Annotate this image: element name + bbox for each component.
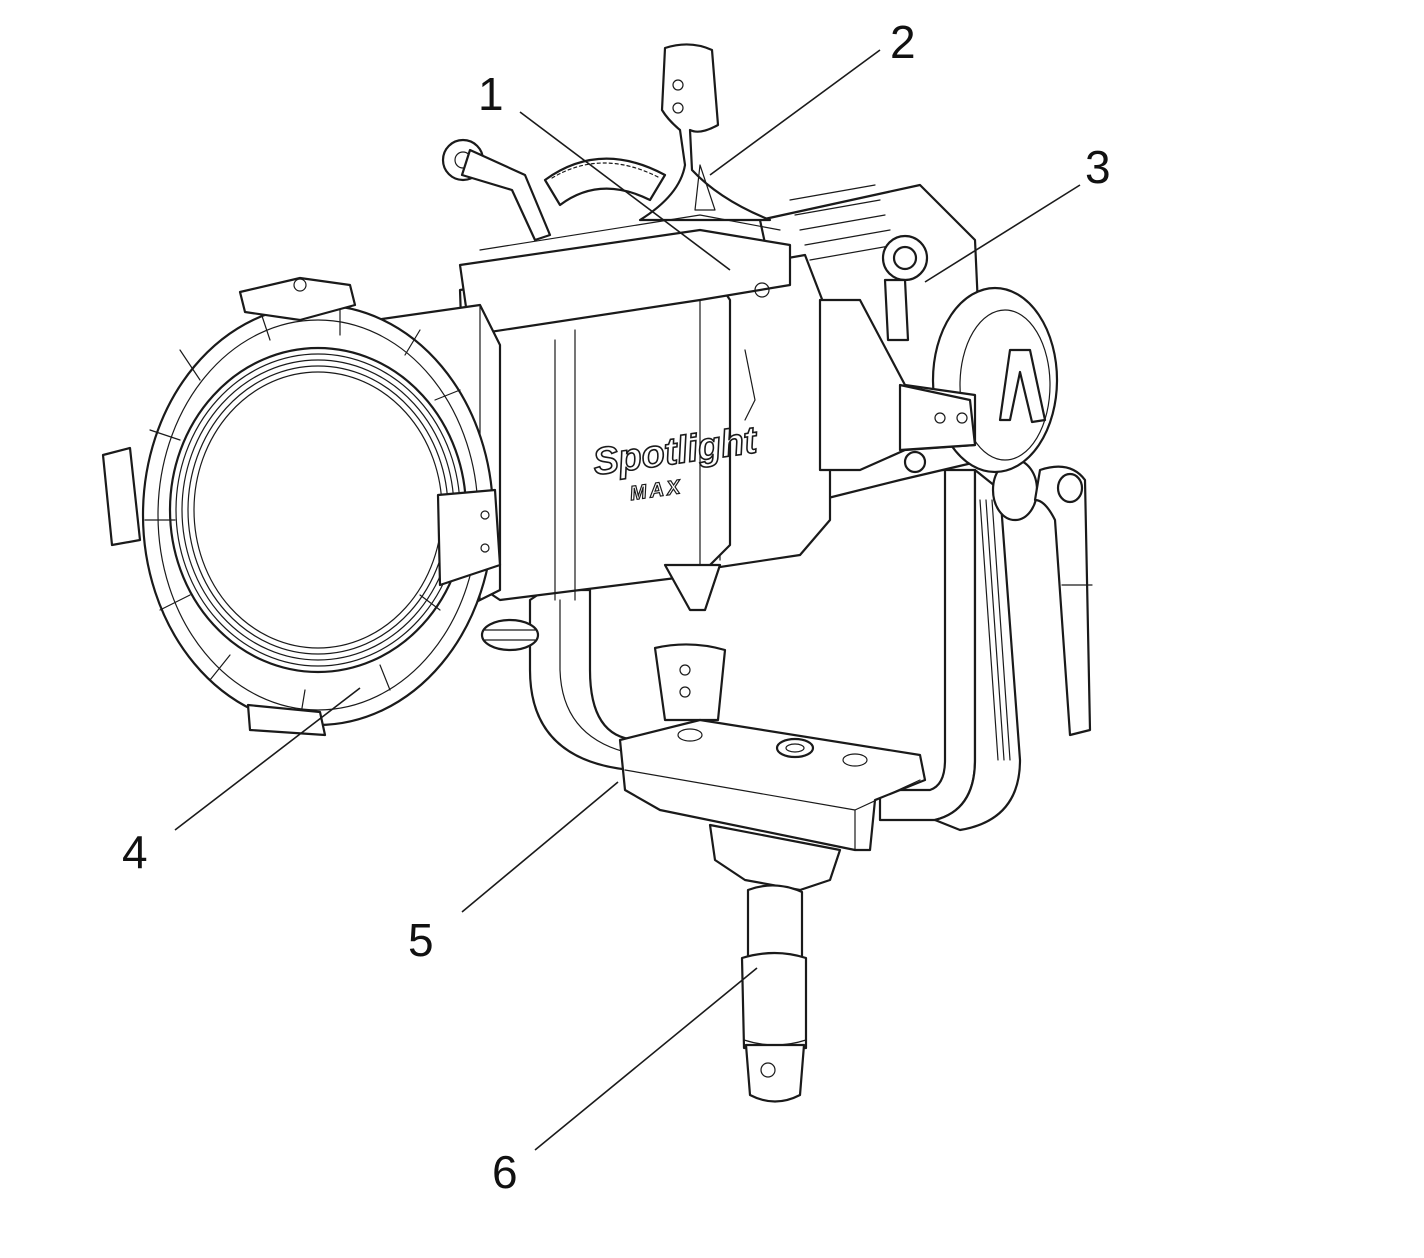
- callout-3: 3: [1085, 141, 1111, 193]
- spigot: [740, 884, 808, 1103]
- leader-1: [519, 111, 731, 271]
- callout-5: 5: [408, 914, 434, 966]
- leader-lines: [174, 49, 1081, 1151]
- leader-6: [534, 967, 758, 1151]
- leader-4: [174, 687, 361, 831]
- callout-1: 1: [478, 68, 504, 120]
- front-lens-ring: [101, 276, 502, 737]
- top-handle: [638, 43, 772, 222]
- clip-left: [101, 446, 142, 547]
- leader-5: [461, 781, 619, 913]
- callout-4: 4: [122, 826, 148, 878]
- shutter-arm: [441, 138, 667, 242]
- leader-2: [709, 49, 881, 176]
- callout-labels: 1 2 3 4 5 6: [122, 16, 1111, 1198]
- leader-3: [924, 184, 1081, 283]
- yoke-bracket: [528, 468, 1022, 832]
- yoke-base-plate: [618, 718, 927, 892]
- callout-2: 2: [890, 16, 916, 68]
- clip-right: [436, 488, 502, 587]
- clip-top: [238, 276, 357, 322]
- callout-6: 6: [492, 1146, 518, 1198]
- clip-bottom: [246, 703, 327, 737]
- yoke-lock-lever: [991, 458, 1093, 737]
- side-hinge: [818, 298, 977, 474]
